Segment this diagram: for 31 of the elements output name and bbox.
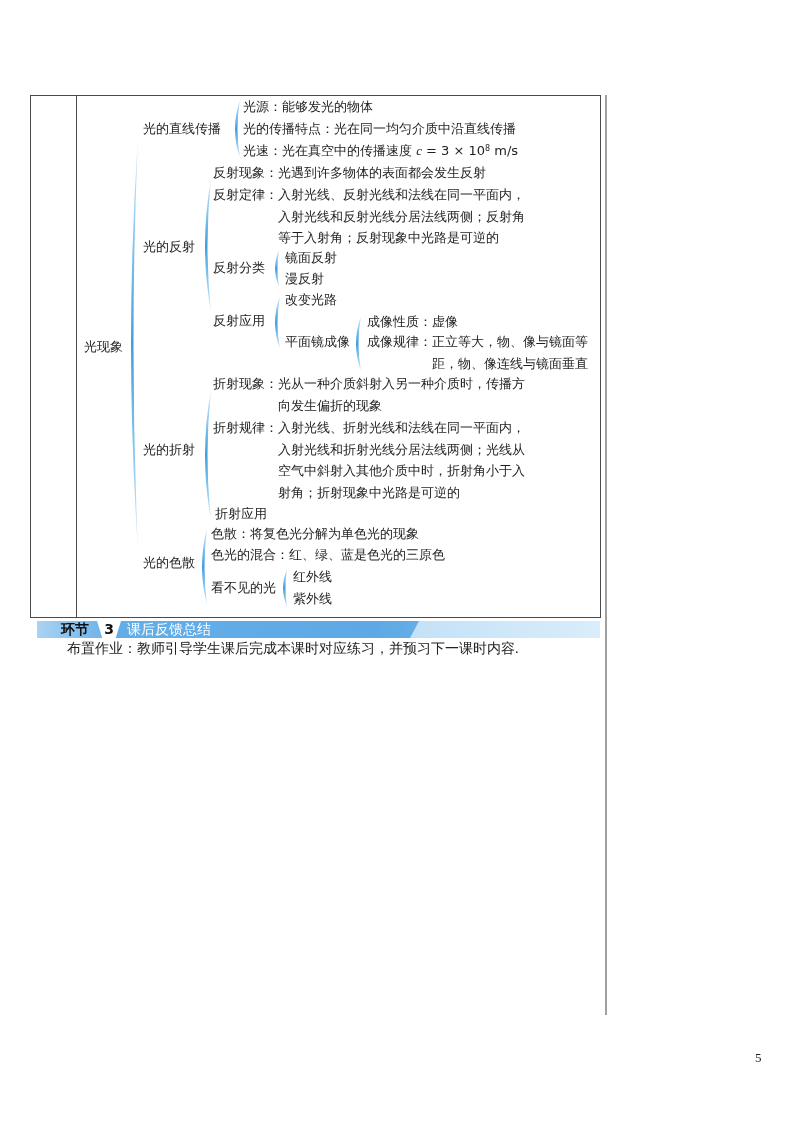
definition-text: 色光的混合：红、绿、蓝是色光的三原色 bbox=[211, 546, 445, 565]
definition-text: 成像性质：虚像 bbox=[367, 313, 458, 332]
section-title: 课后反馈总结 bbox=[127, 621, 211, 638]
subtopic: 反射应用 bbox=[213, 312, 265, 331]
branch-topic: 光的色散 bbox=[143, 554, 195, 573]
root-topic: 光现象 bbox=[84, 338, 123, 357]
subtopic: 红外线 bbox=[293, 568, 332, 587]
definition-text: 色散：将复色光分解为单色光的现象 bbox=[211, 525, 419, 544]
subtopic: 看不见的光 bbox=[211, 579, 276, 598]
subtopic: 改变光路 bbox=[285, 291, 337, 310]
section-label: 环节 bbox=[61, 621, 89, 638]
page-number: 5 bbox=[755, 1050, 762, 1066]
definition-text: 反射定律：入射光线、反射光线和法线在同一平面内，入射光线和反射光线分居法线两侧；反射角等于入射角；反射现象中光路是可逆的 bbox=[213, 186, 526, 248]
definition-text: 成像规律：正立等大，物、像与镜面等距，物、像连线与镜面垂直 bbox=[367, 333, 589, 373]
branch-topic: 光的反射 bbox=[143, 238, 195, 257]
subtopic: 紫外线 bbox=[293, 590, 332, 609]
subtopic: 平面镜成像 bbox=[285, 333, 350, 352]
subtopic: 反射分类 bbox=[213, 259, 265, 278]
definition-text: 光的传播特点：光在同一均匀介质中沿直线传播 bbox=[243, 120, 516, 139]
subtopic: 镜面反射 bbox=[285, 249, 337, 268]
definition-text: 光速：光在真空中的传播速度 c = 3 × 10$^{8}$ m/s bbox=[243, 142, 519, 161]
definition-text: 折射规律：入射光线、折射光线和法线在同一平面内，入射光线和折射光线分居法线两侧；光线从空气中斜射入其他介质中时，折射角小于入射角；折射现象中光路是可逆的 bbox=[213, 419, 526, 502]
assignment-note: 布置作业：教师引导学生课后完成本课时对应练习，并预习下一课时内容. bbox=[67, 639, 519, 658]
step-number: 3 bbox=[97, 621, 121, 638]
definition-text: 反射现象：光遇到许多物体的表面都会发生反射 bbox=[213, 164, 486, 183]
subtopic: 漫反射 bbox=[285, 270, 324, 289]
subtopic: 折射应用 bbox=[215, 505, 267, 524]
definition-text: 折射现象：光从一种介质斜射入另一种介质时，传播方向发生偏折的现象 bbox=[213, 375, 526, 415]
branch-topic: 光的直线传播 bbox=[143, 120, 221, 139]
branch-topic: 光的折射 bbox=[143, 441, 195, 460]
definition-text: 光源：能够发光的物体 bbox=[243, 98, 373, 117]
